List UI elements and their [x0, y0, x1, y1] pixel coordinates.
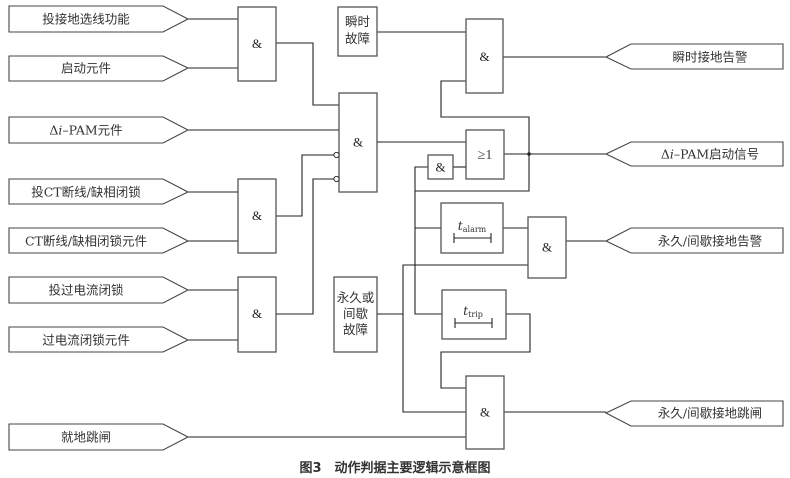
output-label: 永久/间歇接地跳闸 — [658, 406, 762, 421]
input-label: 投CT断线/缺相闭锁 — [31, 185, 141, 200]
output-signal-delta-i-pam-start: Δi–PAM启动信号 — [604, 141, 784, 167]
input-label: 投接地选线功能 — [42, 12, 130, 27]
block-label-line: 瞬时 — [345, 14, 371, 29]
and-gate-trip: & — [465, 375, 505, 450]
wire-and3-to-main-and — [276, 178, 334, 315]
input-signal-delta-i-pam-element: Δi–PAM元件 — [8, 116, 190, 144]
delay-bar-icon — [453, 233, 492, 243]
inverter-bubble — [333, 151, 340, 159]
block-instant-fault: 瞬时 故障 — [337, 6, 378, 57]
input-label: CT断线/缺相闭锁元件 — [25, 234, 147, 249]
junction-dot — [527, 152, 531, 156]
block-label-line: 故障 — [345, 31, 370, 46]
figure-caption: 图3 动作判据主要逻辑示意框图 — [299, 460, 490, 476]
wire-bus-vertical — [414, 166, 442, 315]
and-symbol: & — [542, 240, 552, 255]
current-variable: i — [670, 147, 674, 162]
input-signal-overcurrent-block-element: 过电流闭锁元件 — [8, 326, 190, 353]
and-gate-enable: & — [237, 6, 277, 82]
and-gate-instant: & — [465, 18, 504, 94]
input-signal-ct-break-block-element: CT断线/缺相闭锁元件 — [8, 227, 190, 254]
output-label: Δi–PAM启动信号 — [661, 147, 759, 162]
output-signal-instant-ground-alarm: 瞬时接地告警 — [604, 43, 784, 70]
wire-trip-timer-to-trip-and — [440, 313, 531, 389]
input-label: 启动元件 — [61, 61, 111, 76]
input-label: 就地跳闸 — [61, 430, 111, 445]
output-signal-permanent-ground-trip: 永久/间歇接地跳闸 — [604, 400, 784, 427]
delta-symbol: Δ — [49, 123, 58, 138]
wire-feedback-loop — [415, 80, 530, 192]
and-gate-latch-hold: & — [427, 154, 454, 180]
and-gate-overcurrent-block: & — [237, 276, 277, 353]
timer-variable: t — [463, 303, 469, 318]
output-label: 瞬时接地告警 — [672, 50, 747, 65]
or-symbol: ≥1 — [478, 148, 493, 163]
wires — [188, 18, 606, 438]
and-symbol: & — [252, 208, 262, 223]
input-signal-local-trip: 就地跳闸 — [8, 423, 190, 451]
input-signal-overcurrent-block-enable: 投过电流闭锁 — [8, 276, 190, 304]
and-symbol: & — [252, 306, 262, 321]
timer-variable: t — [458, 218, 464, 233]
input-label: 投过电流闭锁 — [48, 283, 124, 298]
wire-permanent-fault-bus — [402, 264, 528, 413]
and-symbol: & — [252, 36, 262, 51]
and-symbol: & — [480, 405, 490, 420]
current-variable: i — [58, 123, 62, 138]
delay-bar-icon — [454, 318, 493, 328]
or-gate-latch: ≥1 — [465, 129, 505, 180]
label-rest: –PAM元件 — [62, 123, 122, 138]
input-signal-start-element: 启动元件 — [8, 55, 190, 82]
timer-subscript: trip — [468, 310, 483, 319]
input-signal-fault-line-selection-enable: 投接地选线功能 — [8, 5, 190, 33]
block-permanent-intermittent-fault: 永久或 间歇 故障 — [333, 276, 378, 353]
wire-and2-to-main-and — [276, 154, 334, 217]
timer-label: talarm — [458, 218, 487, 234]
output-signal-permanent-ground-alarm: 永久/间歇接地告警 — [604, 227, 784, 254]
block-label-line: 间歇 — [343, 306, 369, 321]
and-symbol: & — [435, 160, 445, 175]
wire-and1-to-main-and — [276, 42, 339, 106]
and-gate-ct-block: & — [237, 178, 277, 254]
and-symbol: & — [479, 49, 489, 64]
and-gate-main: & — [333, 92, 378, 193]
output-label: 永久/间歇接地告警 — [658, 234, 762, 249]
input-label: 过电流闭锁元件 — [42, 333, 130, 348]
timer-subscript: alarm — [463, 225, 487, 234]
input-signal-ct-break-block-enable: 投CT断线/缺相闭锁 — [8, 178, 190, 205]
input-label: Δi–PAM元件 — [49, 123, 122, 138]
and-symbol: & — [353, 135, 363, 150]
timer-trip: ttrip — [441, 289, 507, 340]
block-label-line: 故障 — [343, 322, 368, 337]
delta-symbol: Δ — [661, 147, 670, 162]
and-gate-alarm: & — [527, 216, 567, 279]
block-label-line: 永久或 — [337, 290, 375, 305]
inverter-bubble — [333, 175, 340, 183]
label-rest: –PAM启动信号 — [674, 147, 759, 162]
timer-alarm: talarm — [440, 202, 504, 254]
timer-label: ttrip — [463, 303, 483, 319]
